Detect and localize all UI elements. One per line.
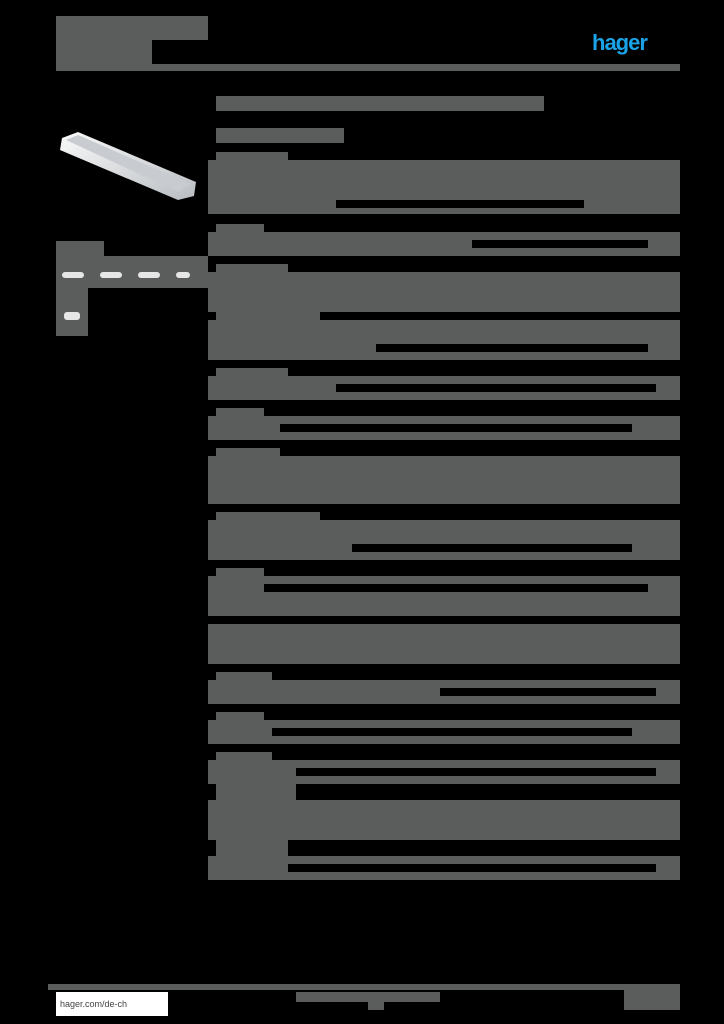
footer-rule [48, 984, 680, 990]
header-rule [56, 64, 680, 71]
product-image [60, 132, 196, 200]
accessory-title [56, 241, 104, 259]
footer-website-link[interactable]: hager.com/de-ch [56, 992, 168, 1016]
page-number [624, 984, 680, 1010]
spec-row [208, 320, 680, 360]
accessory-thumb-2 [100, 272, 122, 278]
spec-row [208, 520, 680, 560]
spec-row [208, 624, 680, 664]
spec-row [208, 800, 680, 840]
header-subtitle [56, 40, 152, 64]
product-title [216, 96, 544, 111]
accessory-thumb-3 [138, 272, 160, 278]
header-title [56, 16, 208, 40]
spec-row [208, 456, 680, 504]
accessory-thumb-4 [176, 272, 190, 278]
spec-row [208, 576, 680, 616]
footer-meta [296, 992, 440, 1002]
accessory-thumb-1 [62, 272, 84, 278]
hager-logo: hager [592, 30, 648, 55]
footer-meta-2 [368, 1002, 384, 1010]
spec-row [208, 272, 680, 312]
accessory-thumb-5 [64, 312, 80, 320]
product-subtitle [216, 128, 344, 143]
